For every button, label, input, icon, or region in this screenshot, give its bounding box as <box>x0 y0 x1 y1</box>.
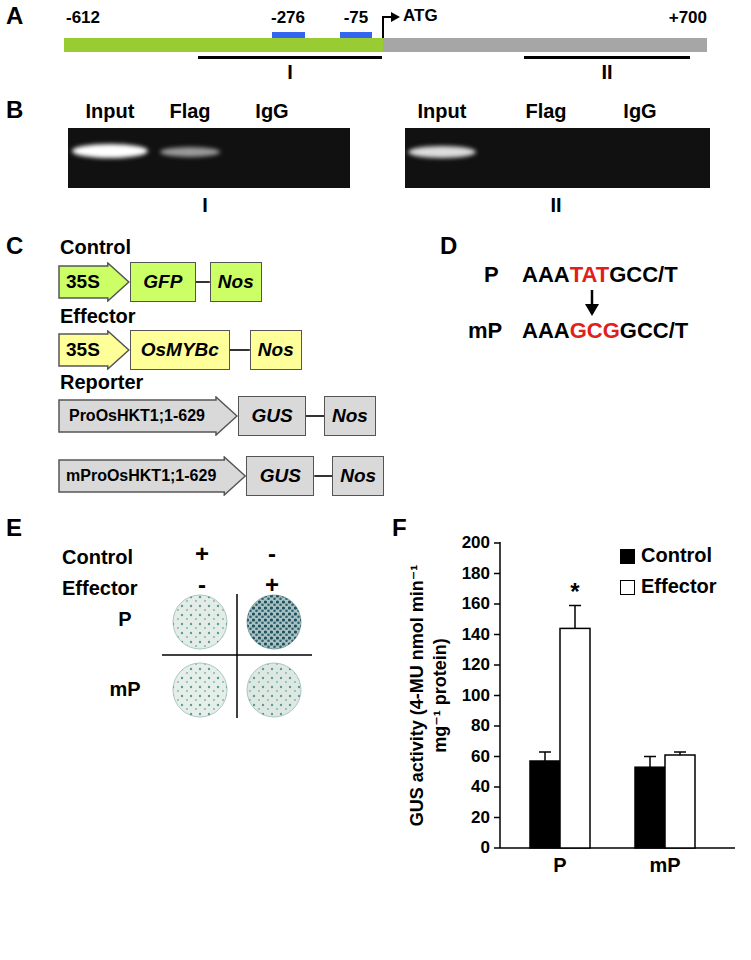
legend-swatch <box>620 580 635 595</box>
legend-label: Effector <box>641 575 717 598</box>
gus-staining <box>162 594 312 718</box>
construct-text: OsMYBc <box>141 339 219 361</box>
construct-text: 35S <box>66 339 100 361</box>
plus-minus: + <box>265 571 279 599</box>
row-label: Effector <box>62 577 138 600</box>
panel-letter: E <box>6 514 22 542</box>
construct-text: Nos <box>258 339 294 361</box>
plus-minus: - <box>198 571 206 599</box>
sequence: GCC/T <box>609 262 677 287</box>
category-label: P <box>553 854 566 877</box>
row-label: P <box>118 608 131 631</box>
row-label: mP <box>109 678 140 701</box>
tick-label: 20 <box>471 808 490 828</box>
construct-text: GFP <box>143 271 182 293</box>
position-label: ATG <box>403 6 438 26</box>
construct-link <box>196 281 210 283</box>
sequence: GCG <box>570 318 620 343</box>
bar-chart <box>494 542 735 848</box>
promoter-label: P <box>484 262 499 287</box>
construct-text: GUS <box>260 465 301 487</box>
promoter-arrow: ProOsHKT1;1-629 <box>58 396 238 436</box>
tick-label: 140 <box>462 625 490 645</box>
gene-box: Nos <box>250 330 302 370</box>
axis-title: GUS activity (4-MU nmol min⁻¹ mg⁻¹ prote… <box>406 550 451 840</box>
gene-box: GUS <box>238 396 306 436</box>
tick-label: 120 <box>462 655 490 675</box>
panel-letter: F <box>392 514 407 542</box>
gel-image <box>68 128 710 188</box>
tick-label: 60 <box>471 747 490 767</box>
gene-box: GUS <box>246 456 314 496</box>
gene-box: Nos <box>324 396 376 436</box>
lane-label: Flag <box>525 100 566 123</box>
construct-text: 35S <box>66 271 100 293</box>
gene-box: OsMYBc <box>130 330 230 370</box>
lane-label: Input <box>418 100 467 123</box>
construct-link <box>314 475 332 477</box>
tick-label: 100 <box>462 686 490 706</box>
lane-label: IgG <box>623 100 656 123</box>
sequence: AAA <box>522 262 570 287</box>
panel-letter: B <box>6 96 23 124</box>
gene-box: Nos <box>332 456 384 496</box>
sequence: TAT <box>570 262 610 287</box>
panel-letter: D <box>440 232 457 260</box>
lane-label: IgG <box>255 100 288 123</box>
category-label: mP <box>649 854 680 877</box>
construct-text: Nos <box>340 465 376 487</box>
region-label: I <box>287 61 293 84</box>
construct-text: mProOsHKT1;1-629 <box>66 467 216 485</box>
construct-label: Control <box>60 236 131 259</box>
tick-label: 180 <box>462 564 490 584</box>
promoter-arrow: mProOsHKT1;1-629 <box>58 456 246 496</box>
construct-link <box>306 415 324 417</box>
position-label: -612 <box>66 8 100 28</box>
construct-text: GUS <box>251 405 292 427</box>
region-label: II <box>601 61 612 84</box>
mutation-arrow <box>585 290 599 316</box>
position-label: -75 <box>344 8 369 28</box>
tick-label: 40 <box>471 777 490 797</box>
tick-label: 160 <box>462 594 490 614</box>
legend-label: Control <box>641 544 712 567</box>
promoter-map <box>64 12 707 59</box>
promoter-arrow: 35S <box>58 262 130 302</box>
lane-label: Flag <box>169 100 210 123</box>
construct-link <box>230 349 250 351</box>
lane-label: Input <box>86 100 135 123</box>
plus-minus: - <box>268 540 276 568</box>
sequence: AAA <box>522 318 570 343</box>
row-label: Control <box>62 546 133 569</box>
significance-mark: * <box>570 578 579 606</box>
gene-box: GFP <box>130 262 196 302</box>
tick-label: 200 <box>462 533 490 553</box>
region-label: I <box>202 194 208 217</box>
construct-text: Nos <box>218 271 254 293</box>
construct-label: Reporter <box>60 371 143 394</box>
position-label: +700 <box>669 8 707 28</box>
position-label: -276 <box>271 8 305 28</box>
panel-letter: C <box>6 232 23 260</box>
tick-label: 0 <box>481 838 490 858</box>
tick-label: 80 <box>471 716 490 736</box>
construct-text: ProOsHKT1;1-629 <box>69 407 205 425</box>
promoter-label: mP <box>468 318 502 343</box>
promoter-arrow: 35S <box>58 330 130 370</box>
region-label: II <box>550 194 561 217</box>
gene-box: Nos <box>210 262 262 302</box>
sequence: GCC/T <box>620 318 688 343</box>
panel-letter: A <box>6 2 23 30</box>
construct-text: Nos <box>332 405 368 427</box>
plus-minus: + <box>195 540 209 568</box>
legend-swatch <box>620 549 635 564</box>
construct-label: Effector <box>60 305 136 328</box>
